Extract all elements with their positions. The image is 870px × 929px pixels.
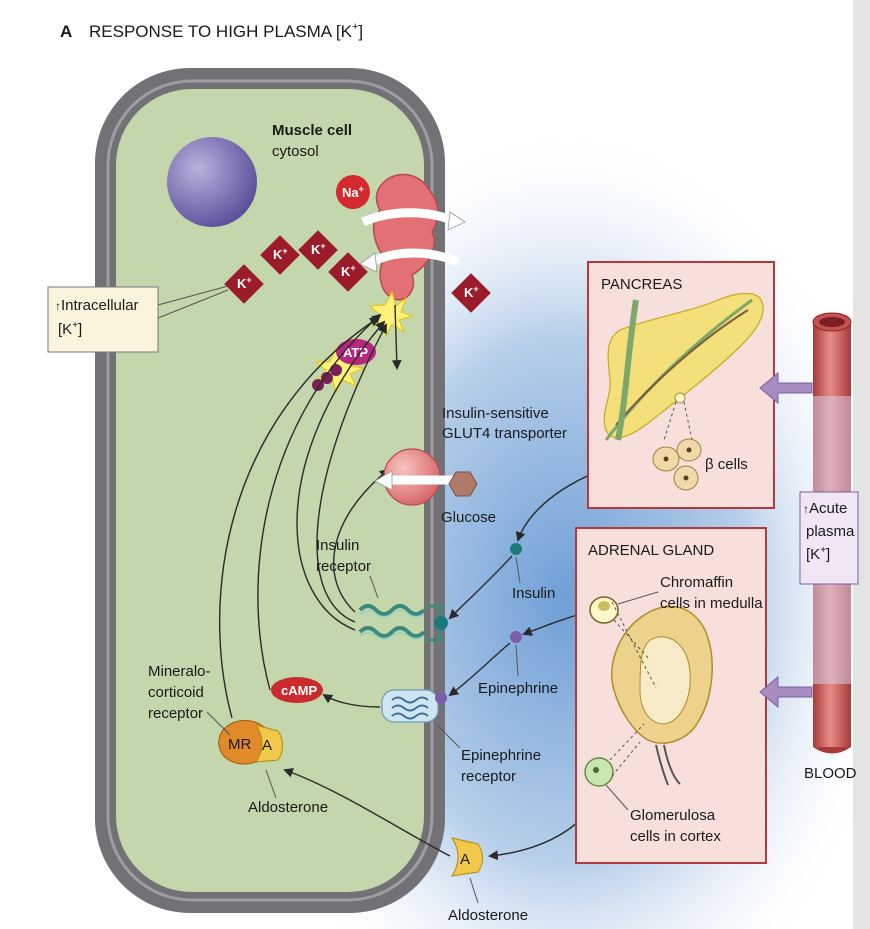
svg-text:[K+]: [K+] [58,320,82,338]
chromaffin-label-line1: Chromaffin [660,574,733,591]
epi-receptor-label-line1: Epinephrine [461,747,541,764]
mineralocorticoid-receptor: MR A [218,719,283,765]
mr-label-line3: receptor [148,705,203,722]
aldosterone-inside-label: Aldosterone [248,799,328,816]
acute-plasma-k-box: ↑Acute plasma [K+] [799,491,859,585]
insulin-label: Insulin [512,585,555,602]
blood-label: BLOOD [804,765,857,782]
adrenal-title: ADRENAL GLAND [588,542,714,559]
panel-title: A RESPONSE TO HIGH PLASMA [K+] [60,21,363,41]
chromaffin-label-line2: cells in medulla [660,595,763,612]
adrenal-box: ADRENAL GLAND Chromaffin cells in medull… [575,527,767,864]
aldosterone-outside-label: Aldosterone [448,907,528,924]
svg-text:K+: K+ [311,241,326,257]
mr-label-line1: Mineralo- [148,663,211,680]
glucose-label: Glucose [441,509,496,526]
na-efflux-arrow [361,208,454,227]
camp-label: cAMP [281,683,317,698]
pancreas-title: PANCREAS [601,276,682,293]
glomerulosa-cell [584,757,614,787]
insulin-receptor [358,604,448,642]
epinephrine-molecule [510,631,522,643]
chromaffin-cell [589,596,619,624]
page-edge [853,0,870,929]
cytosol [116,89,424,892]
svg-text:K+: K+ [341,263,356,279]
glut4-label-line1: Insulin-sensitive [442,405,549,422]
camp-badge [271,677,323,703]
cell-name-label: Muscle cell [272,122,352,139]
glucose-molecule [448,471,478,497]
intracellular-k-callout: ↑Intracellular [K+] [47,285,229,353]
svg-text:↑Intracellular: ↑Intracellular [55,297,139,314]
epi-receptor-label-line2: receptor [461,768,516,785]
aldosterone-molecule: A [450,837,483,877]
epinephrine-label: Epinephrine [478,680,558,697]
insulin-molecule [510,543,522,555]
svg-text:A: A [262,737,272,754]
svg-text:A: A [460,851,470,868]
epinephrine-receptor [381,689,447,723]
sodium-ion: Na+ [336,175,370,209]
k-influx-arrow [369,248,460,267]
svg-text:K+: K+ [273,246,288,262]
beta-cells-label: β cells [705,456,748,473]
pancreas-organ [603,292,764,439]
cell-region-label: cytosol [272,143,319,160]
svg-text:Na+: Na+ [342,184,364,200]
svg-text:K+: K+ [464,284,479,300]
svg-text:MR: MR [228,736,251,753]
glut4-label-line2: GLUT4 transporter [442,425,567,442]
pancreas-box: PANCREAS β cells [587,261,775,509]
glut4-transporter [374,448,455,506]
signal-arrows [219,304,402,719]
svg-text:plasma: plasma [806,523,855,540]
mr-label-line2: corticoid [148,684,204,701]
glomerulosa-label-line2: cells in cortex [630,828,721,845]
insulin-receptor-label-line2: receptor [316,558,371,575]
svg-text:K+: K+ [237,275,252,291]
glomerulosa-label-line1: Glomerulosa [630,807,716,824]
beta-cells [652,438,702,491]
nucleus [167,137,257,227]
svg-text:↑Acute: ↑Acute [803,500,847,517]
svg-text:[K+]: [K+] [806,545,830,563]
insulin-receptor-label-line1: Insulin [316,537,359,554]
